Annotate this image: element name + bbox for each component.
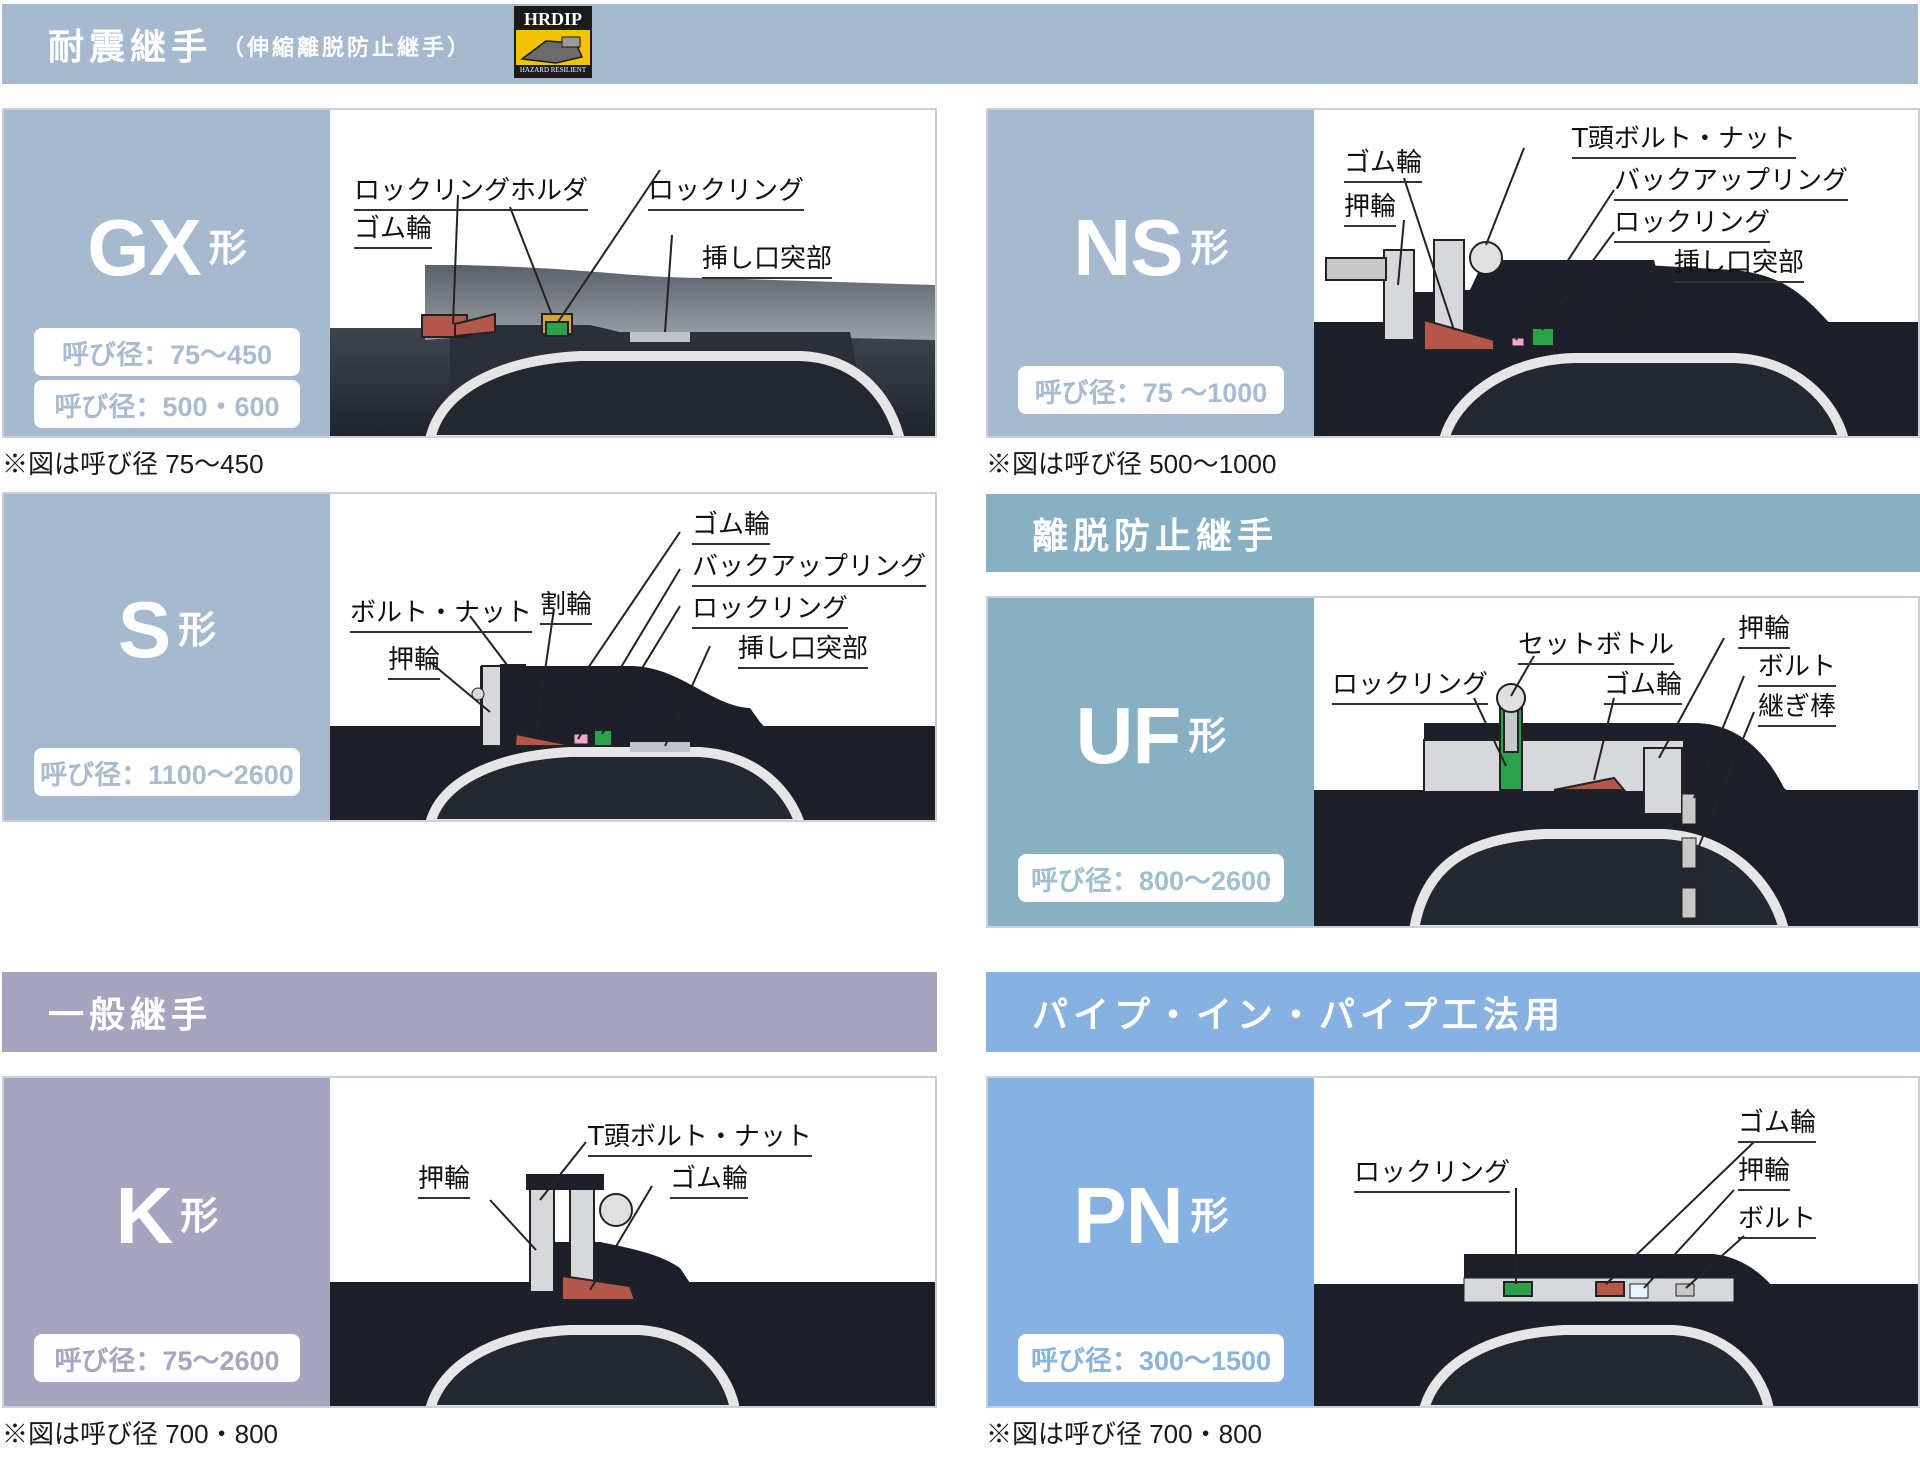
release-prevention-band: 離脱防止継手 (986, 494, 1920, 572)
uf-label-pressing-ring: 押輪 (1738, 608, 1791, 649)
header-band: 耐震継手 （伸縮離脱防止継手） (2, 4, 1918, 84)
gx-joint-drawing (330, 169, 935, 436)
release-prevention-title: 離脱防止継手 (1032, 516, 1279, 557)
ns-label-spigot-projection: 挿し口突部 (1674, 242, 1805, 283)
gx-label-rubber-ring: ゴム輪 (354, 208, 433, 249)
k-label-pressing-ring: 押輪 (418, 1158, 471, 1199)
uf-label-connecting-rod: 継ぎ棒 (1758, 686, 1837, 727)
gx-label-lock-ring: ロックリング (648, 170, 805, 211)
ns-label-backup-ring: バックアップリング (1614, 160, 1849, 201)
gx-label-spigot-projection: 挿し口突部 (702, 238, 833, 279)
ns-label-pressing-ring: 押輪 (1344, 186, 1397, 227)
header-title: 耐震継手 (48, 27, 213, 68)
gx-diameter-1: 呼び径：75～450 (34, 328, 300, 376)
pip-band: パイプ・イン・パイプ工法用 (986, 972, 1920, 1052)
k-joint-drawing (330, 1141, 935, 1406)
pn-label-pressing-ring: 押輪 (1738, 1150, 1791, 1191)
s-label-lock-ring: ロックリング (692, 588, 849, 629)
pn-label-bolt: ボルト (1738, 1198, 1817, 1239)
s-label-pressing-ring: 押輪 (388, 639, 441, 680)
pn-suffix: 形 (1190, 1196, 1229, 1238)
uf-label-lock-ring: ロックリング (1332, 664, 1489, 705)
gx-diagram: ロックリングホルダ ロックリング ゴム輪 挿し口突部 (330, 110, 935, 436)
hrdip-pipe-icon (520, 36, 584, 64)
ns-label-rubber-ring: ゴム輪 (1344, 142, 1423, 183)
pn-code: PN (1073, 1171, 1183, 1260)
s-code: S (117, 585, 171, 674)
s-label-bolt-nut: ボルト・ナット (350, 592, 533, 633)
k-diagram: T頭ボルト・ナット 押輪 ゴム輪 (330, 1078, 935, 1406)
ns-diameter: 呼び径：75 ～1000 (1018, 366, 1284, 414)
k-diameter: 呼び径：75～2600 (34, 1334, 300, 1382)
pn-label-rubber-ring: ゴム輪 (1738, 1102, 1817, 1143)
ns-diagram: T頭ボルト・ナット ゴム輪 バックアップリング 押輪 ロックリング 挿し口突部 (1314, 110, 1918, 436)
uf-diagram: 押輪 セットボトル ボルト ロックリング ゴム輪 継ぎ棒 (1314, 598, 1918, 926)
s-label-backup-ring: バックアップリング (692, 546, 927, 587)
ns-label-t-bolt-nut: T頭ボルト・ナット (1572, 118, 1796, 159)
s-diagram: ゴム輪 バックアップリング ボルト・ナット 割輪 ロックリング 押輪 挿し口突部 (330, 494, 935, 820)
k-note: ※図は呼び径 700・800 (2, 1419, 278, 1449)
s-label-rubber-ring: ゴム輪 (692, 504, 771, 545)
uf-diameter: 呼び径：800～2600 (1018, 854, 1284, 902)
uf-suffix: 形 (1188, 716, 1227, 758)
pip-title: パイプ・イン・パイプ工法用 (1032, 995, 1566, 1036)
pn-joint-drawing (1314, 1141, 1918, 1406)
gx-diameter-2: 呼び径：500・600 (34, 380, 300, 428)
k-label-rubber-ring: ゴム輪 (670, 1158, 749, 1199)
gx-suffix: 形 (208, 228, 247, 270)
uf-label-set-bolt: セットボトル (1518, 624, 1675, 665)
s-diameter: 呼び径：1100～2600 (34, 748, 300, 796)
ns-label-lock-ring: ロックリング (1614, 202, 1771, 243)
uf-label-bolt: ボルト (1758, 646, 1837, 687)
s-label-spigot-projection: 挿し口突部 (738, 628, 869, 669)
ns-joint-drawing (1314, 147, 1918, 436)
k-code: K (115, 1171, 174, 1260)
pn-note: ※図は呼び径 700・800 (986, 1419, 1262, 1449)
ns-suffix: 形 (1190, 228, 1229, 270)
general-title: 一般継手 (48, 995, 213, 1036)
pn-label-lock-ring: ロックリング (1354, 1152, 1511, 1193)
gx-code: GX (87, 203, 202, 292)
uf-code: UF (1075, 691, 1182, 780)
general-band: 一般継手 (2, 972, 937, 1052)
gx-note: ※図は呼び径 75～450 (2, 449, 264, 479)
k-suffix: 形 (180, 1196, 219, 1238)
uf-label-rubber-ring: ゴム輪 (1604, 664, 1683, 705)
pn-diagram: ゴム輪 ロックリング 押輪 ボルト (1314, 1078, 1918, 1406)
uf-joint-drawing (1314, 637, 1918, 926)
k-label-t-bolt-nut: T頭ボルト・ナット (588, 1116, 812, 1157)
s-suffix: 形 (178, 610, 217, 652)
s-label-split-ring: 割輪 (540, 584, 593, 625)
header-subtitle: （伸縮離脱防止継手） (222, 36, 473, 61)
s-joint-drawing (330, 531, 935, 820)
gx-label-locking-ring-holder: ロックリングホルダ (354, 170, 589, 211)
hrdip-logo: HRDIP HAZARD RESILIENT (514, 6, 592, 78)
ns-code: NS (1073, 203, 1183, 292)
pn-diameter: 呼び径：300～1500 (1018, 1334, 1284, 1382)
ns-note: ※図は呼び径 500～1000 (986, 449, 1277, 479)
